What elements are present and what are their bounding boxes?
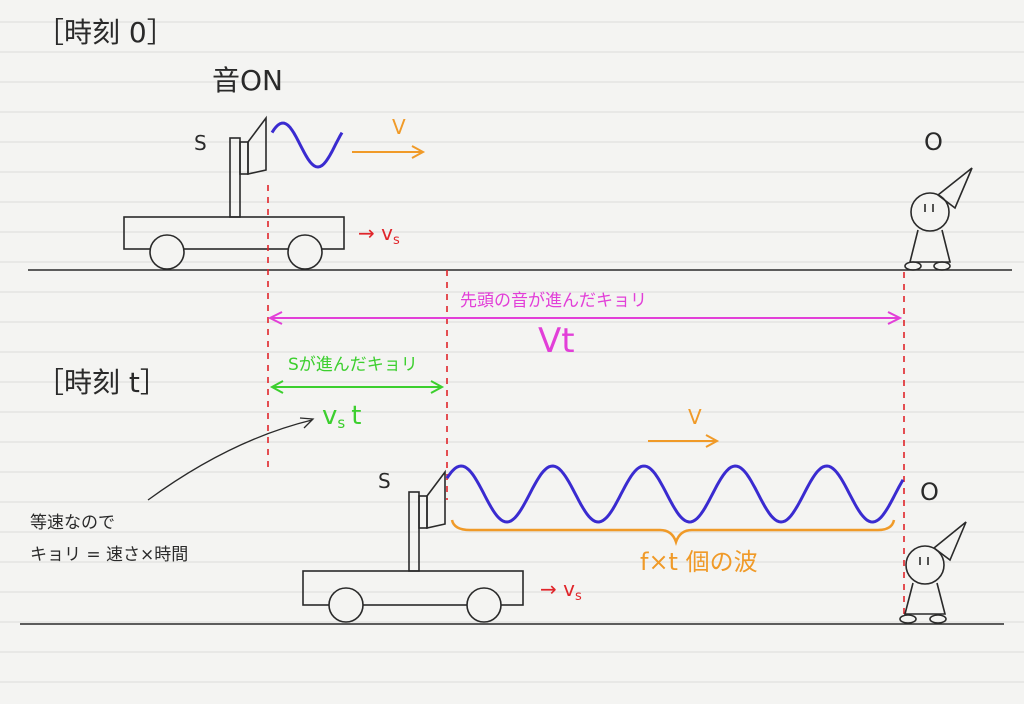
- head-distance-label: 先頭の音が進んだキョリ: [460, 291, 647, 311]
- time-t-label: ［時刻 t］: [36, 366, 168, 399]
- source-label-t: S: [378, 469, 391, 493]
- observer-label-t: O: [920, 478, 939, 506]
- note-line-2: キョリ = 速さ×時間: [30, 545, 188, 565]
- vt-label: Vt: [538, 321, 575, 361]
- car-wheel-right-t: [466, 587, 502, 623]
- speaker-box-0: [239, 141, 249, 175]
- head-distance-arrow: [267, 311, 903, 325]
- observer-hat-0: [936, 167, 973, 210]
- source-distance-label: Sが進んだキョリ: [288, 355, 418, 375]
- source-car-t: [302, 469, 524, 623]
- speaker-pole-t: [408, 491, 420, 572]
- notebook-lines: [0, 21, 1024, 683]
- source-car-0: [123, 115, 345, 270]
- wave-count-brace: [450, 519, 896, 546]
- speaker-pole-0: [229, 137, 241, 218]
- source-speed-label-0: → vs: [358, 221, 400, 248]
- observer-label-0: O: [924, 128, 943, 156]
- time-0-label: ［時刻 0］: [36, 16, 175, 49]
- sound-speed-label-0: V: [392, 115, 406, 139]
- source-label-0: S: [194, 131, 207, 155]
- car-wheel-left-0: [149, 234, 185, 270]
- sound-speed-arrow-t: [648, 434, 720, 448]
- speaker-cone-0: [247, 115, 267, 175]
- observer-0: [904, 167, 973, 271]
- speaker-cone-t: [426, 469, 446, 529]
- annotation-pointer: [147, 417, 315, 501]
- note-line-1: 等速なので: [30, 513, 115, 533]
- source-speed-label-t: → vs: [540, 577, 582, 604]
- source-distance-arrow: [269, 380, 445, 394]
- reference-dashed-lines: [267, 185, 905, 618]
- observer-hat-t: [932, 521, 967, 562]
- sound-speed-label-t: V: [688, 405, 702, 429]
- observer-head-t: [905, 545, 945, 585]
- sound-wave-0: [270, 121, 344, 169]
- speaker-box-t: [418, 495, 428, 529]
- observer-t: [899, 521, 967, 624]
- sound-wave-t: [445, 464, 905, 524]
- car-wheel-left-t: [328, 587, 364, 623]
- wave-count-label: f×t 個の波: [640, 548, 758, 576]
- car-wheel-right-0: [287, 234, 323, 270]
- observer-head-0: [910, 192, 950, 232]
- sound-speed-arrow-0: [352, 145, 426, 159]
- sound-on-label: 音ON: [212, 64, 283, 97]
